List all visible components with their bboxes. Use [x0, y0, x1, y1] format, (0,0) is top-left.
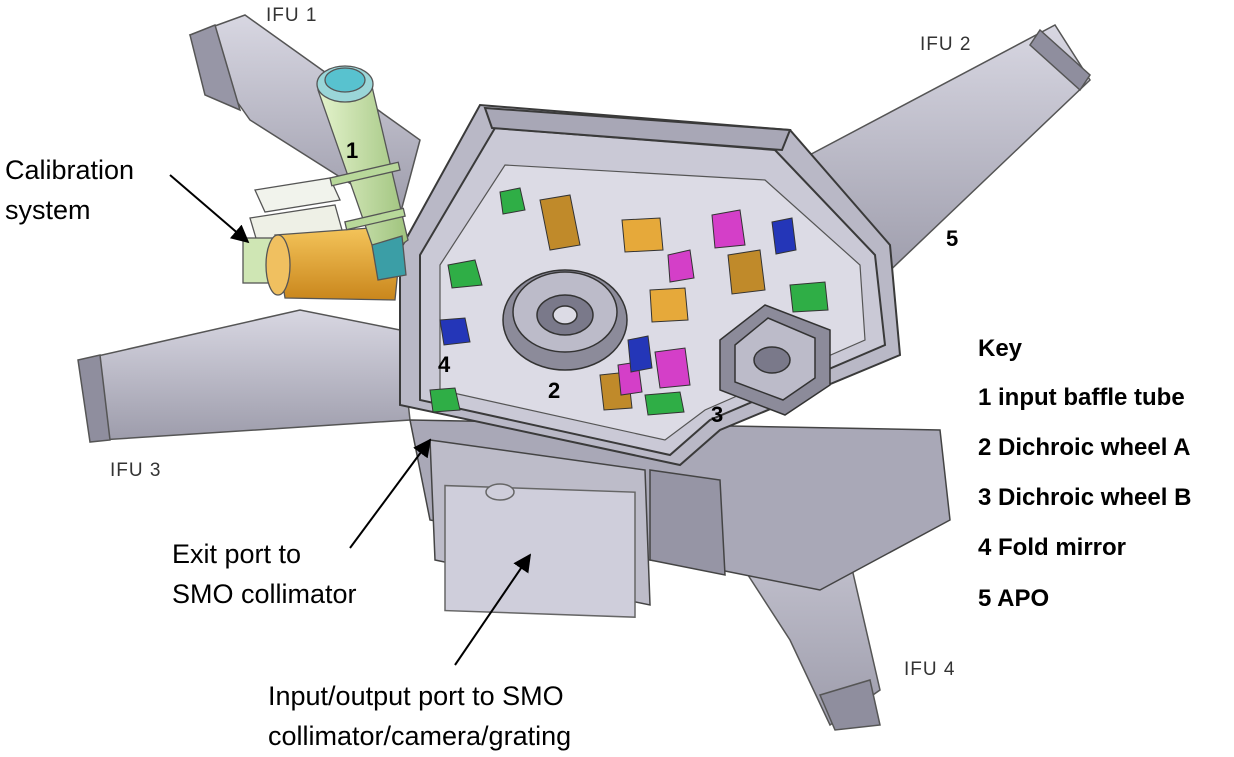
key-item-5: 5 APO [978, 585, 1050, 612]
label-ifu-1: IFU 1 [266, 5, 318, 26]
ifu-arm-3 [77, 309, 411, 443]
marker-3: 3 [711, 402, 724, 427]
key-item-4: 4 Fold mirror [978, 534, 1127, 561]
dichroic-wheel-b [719, 304, 831, 416]
marker-4: 4 [438, 352, 451, 377]
marker-2: 2 [548, 378, 561, 403]
key-item-3: 3 Dichroic wheel B [978, 484, 1192, 511]
label-calibration-system: Calibration system [5, 155, 135, 225]
port-housing [409, 419, 951, 618]
dichroic-wheel-a [502, 269, 628, 371]
calibration-arrow [169, 174, 250, 244]
key-item-2: 2 Dichroic wheel A [978, 434, 1191, 461]
label-ifu-3: IFU 3 [110, 460, 162, 481]
key-item-1: 1 input baffle tube [978, 384, 1185, 411]
marker-5: 5 [946, 226, 959, 251]
optic-mounts [429, 187, 829, 416]
label-ifu-4: IFU 4 [904, 659, 956, 680]
key-title: Key [978, 335, 1023, 362]
input-port-arrow [454, 553, 532, 666]
label-ifu-2: IFU 2 [920, 34, 972, 55]
input-baffle-tube [316, 65, 409, 281]
calibration-unit [242, 177, 401, 301]
marker-1: 1 [346, 138, 359, 163]
label-input-output-port: Input/output port to SMO collimator/came… [268, 681, 572, 751]
exit-port-arrow [349, 438, 432, 549]
label-exit-port: Exit port to SMO collimator [172, 539, 357, 609]
